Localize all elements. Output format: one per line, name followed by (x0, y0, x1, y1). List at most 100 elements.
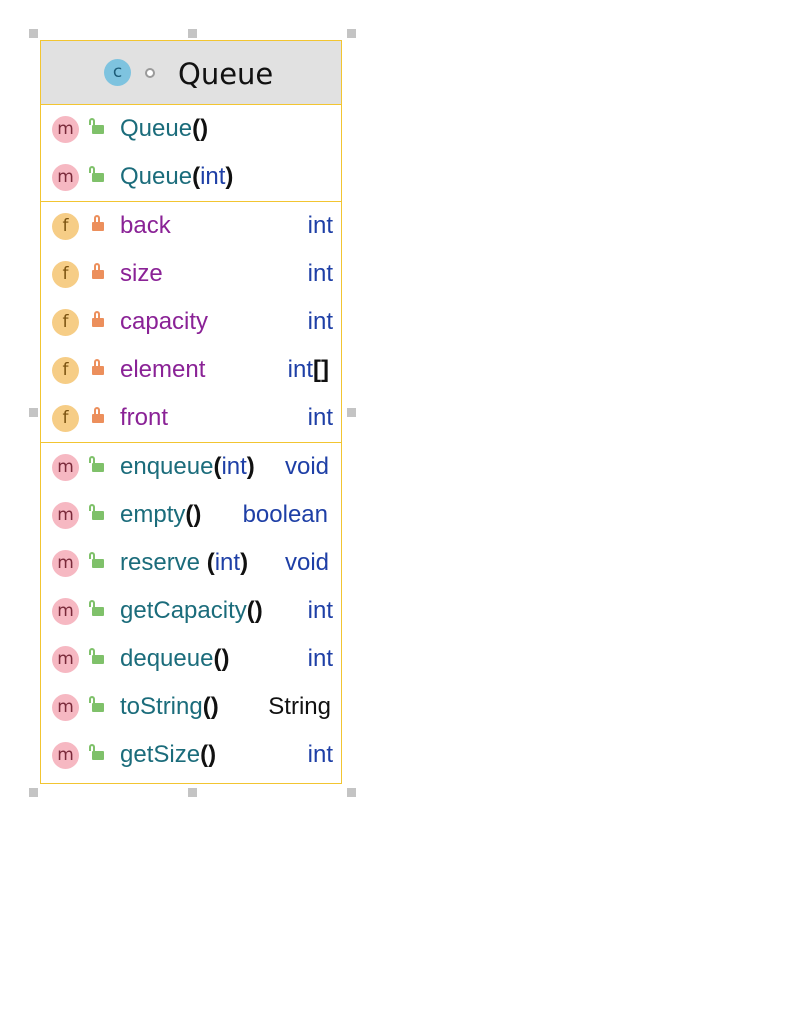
class-name: Queue (178, 57, 274, 91)
unlocked-icon (89, 118, 104, 134)
method-row[interactable]: m empty() boolean (41, 491, 341, 539)
method-name: empty (120, 501, 186, 528)
resize-handle-bottom-left[interactable] (29, 788, 38, 797)
return-type: void (284, 549, 329, 576)
field-row[interactable]: f element int[] (41, 346, 341, 394)
return-type: int (307, 645, 333, 672)
field-row[interactable]: f size int (41, 250, 341, 298)
constructor-name: Queue (120, 115, 193, 142)
close-paren: ) (246, 453, 255, 480)
open-paren: ( (192, 163, 201, 190)
field-row[interactable]: f capacity int (41, 298, 341, 346)
close-paren: ) (240, 549, 249, 576)
param-type: int (200, 163, 226, 190)
unlocked-icon (89, 166, 104, 182)
resize-handle-top-center[interactable] (188, 29, 197, 38)
locked-icon (92, 215, 104, 231)
method-signature: empty() (120, 500, 201, 530)
resize-handle-bottom-center[interactable] (188, 788, 197, 797)
method-m-icon: m (52, 502, 79, 529)
param-type: int (221, 453, 247, 480)
method-signature: enqueue(int) (120, 452, 255, 482)
method-name: enqueue (120, 453, 214, 480)
field-f-icon: f (52, 213, 79, 240)
close-paren: ) (221, 645, 230, 672)
method-m-icon: m (52, 550, 79, 577)
return-type: int (307, 741, 333, 768)
locked-icon (92, 359, 104, 375)
open-paren: ( (213, 645, 222, 672)
constructor-row[interactable]: m Queue() (41, 105, 341, 153)
locked-icon (92, 311, 104, 327)
close-paren: ) (200, 115, 209, 142)
type-name: int (307, 212, 333, 239)
method-m-icon: m (52, 116, 79, 143)
field-f-icon: f (52, 261, 79, 288)
type-name: int (307, 260, 333, 287)
resize-handle-middle-left[interactable] (29, 408, 38, 417)
method-name: getCapacity (120, 597, 247, 624)
field-type: int[] (288, 355, 329, 385)
open-paren: ( (185, 501, 194, 528)
method-signature: reserve (int) (120, 548, 248, 578)
return-type: boolean (242, 501, 328, 528)
close-paren: ) (210, 693, 219, 720)
constructor-name: Queue (120, 163, 193, 190)
resize-handle-middle-right[interactable] (347, 408, 356, 417)
field-f-icon: f (52, 309, 79, 336)
field-name: back (120, 212, 171, 239)
method-row[interactable]: m reserve (int) void (41, 539, 341, 587)
method-row[interactable]: m dequeue() int (41, 635, 341, 683)
class-header[interactable]: c Queue (41, 41, 341, 105)
method-signature: toString() (120, 692, 219, 722)
field-name: size (120, 260, 163, 287)
method-signature: dequeue() (120, 644, 229, 674)
field-name: element (120, 356, 206, 383)
type-name: int (307, 404, 333, 431)
array-brackets: [] (313, 356, 329, 383)
unlocked-icon (89, 600, 104, 616)
close-paren: ) (225, 163, 234, 190)
type-name: int (287, 356, 314, 383)
locked-icon (92, 407, 104, 423)
class-c-icon: c (104, 59, 131, 86)
resize-handle-bottom-right[interactable] (347, 788, 356, 797)
method-name: toString (120, 693, 203, 720)
method-m-icon: m (52, 646, 79, 673)
unlocked-icon (89, 696, 104, 712)
unlocked-icon (89, 648, 104, 664)
constructor-signature: Queue() (120, 114, 208, 144)
field-f-icon: f (52, 405, 79, 432)
close-paren: ) (254, 597, 263, 624)
method-signature: getCapacity() (120, 596, 263, 626)
field-f-icon: f (52, 357, 79, 384)
field-row[interactable]: f back int (41, 202, 341, 250)
unlocked-icon (89, 744, 104, 760)
field-name: capacity (120, 308, 209, 335)
method-name: dequeue (120, 645, 214, 672)
constructor-signature: Queue(int) (120, 162, 233, 192)
method-m-icon: m (52, 454, 79, 481)
field-type: int (308, 307, 333, 337)
open-paren: ( (213, 453, 222, 480)
resize-handle-top-left[interactable] (29, 29, 38, 38)
locked-icon (92, 263, 104, 279)
resize-handle-top-right[interactable] (347, 29, 356, 38)
unlocked-icon (89, 552, 104, 568)
open-paren: ( (200, 741, 209, 768)
method-name: getSize (120, 741, 201, 768)
unlocked-icon (89, 504, 104, 520)
field-type: int (308, 211, 333, 241)
method-m-icon: m (52, 742, 79, 769)
open-paren: ( (206, 549, 215, 576)
open-paren: ( (246, 597, 255, 624)
